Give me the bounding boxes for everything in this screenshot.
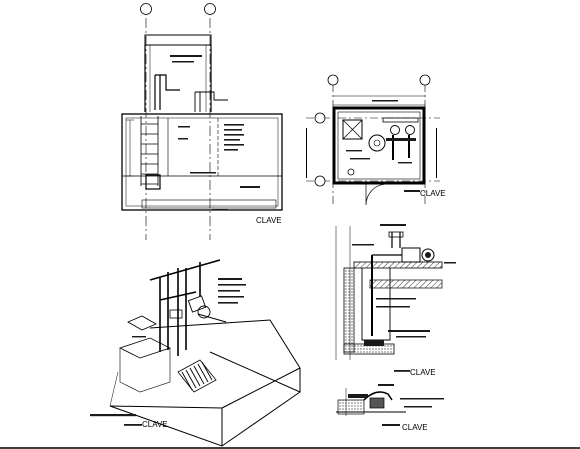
isometric-clave-label: CLAVE bbox=[142, 420, 168, 429]
isometric-drawing bbox=[90, 259, 302, 447]
tank-plan-drawing bbox=[121, 3, 283, 240]
section-clave-label: CLAVE bbox=[410, 368, 436, 377]
grid-axis-bubble bbox=[314, 175, 326, 187]
pump-room-plan-drawing bbox=[306, 74, 440, 206]
grid-axis-bubble bbox=[419, 74, 431, 86]
pump-room-clave-label: CLAVE bbox=[420, 189, 446, 198]
valve-detail-drawing bbox=[336, 384, 444, 426]
grid-axis-bubble bbox=[140, 3, 152, 15]
detail-clave-label: CLAVE bbox=[402, 423, 428, 432]
plan-clave-label: CLAVE bbox=[256, 216, 282, 225]
grid-axis-bubble bbox=[314, 112, 326, 124]
pump-section-drawing bbox=[335, 224, 456, 372]
grid-axis-bubble bbox=[204, 3, 216, 15]
grid-axis-bubble bbox=[327, 74, 339, 86]
